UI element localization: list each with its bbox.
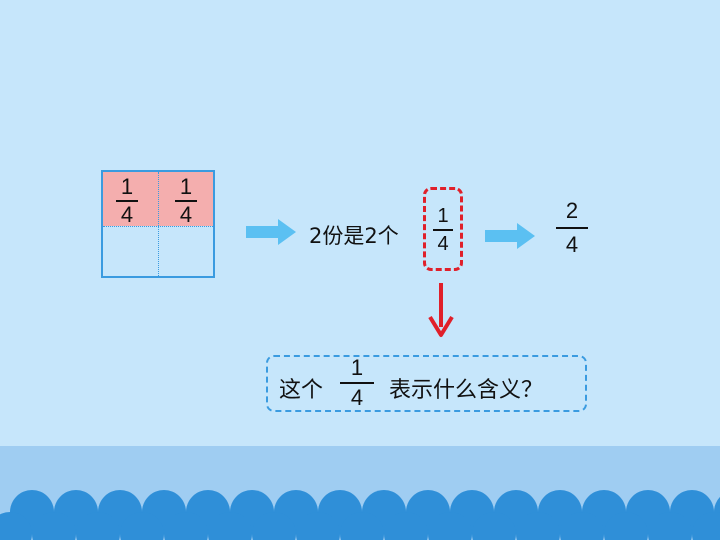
grid-cell-fraction-left: 1 4 <box>116 176 138 226</box>
denominator: 4 <box>350 385 364 410</box>
statement-fraction: 1 4 <box>433 206 453 254</box>
wave-bump <box>472 512 516 540</box>
fraction-bar <box>116 200 138 202</box>
wave-bump <box>428 512 472 540</box>
denominator: 4 <box>120 202 134 227</box>
fraction-bar <box>433 229 453 231</box>
wave-bump <box>604 512 648 540</box>
down-arrow-icon <box>428 283 454 337</box>
question-prefix: 这个 <box>279 378 324 403</box>
numerator: 1 <box>437 205 449 227</box>
result-fraction: 2 4 <box>556 200 588 256</box>
question-dashed-box <box>266 355 587 412</box>
wave-bump <box>252 512 296 540</box>
wave-bump <box>648 512 692 540</box>
wave-bump <box>340 512 384 540</box>
numerator: 1 <box>179 174 193 199</box>
question-suffix: 表示什么含义？ <box>389 378 544 403</box>
wave-bump <box>560 512 604 540</box>
wave-bump <box>692 512 720 540</box>
grid-vertical-divider <box>158 172 159 276</box>
denominator: 4 <box>179 202 193 227</box>
wave-bump <box>208 512 252 540</box>
wave-bump <box>120 512 164 540</box>
wave-bump <box>0 512 32 540</box>
denominator: 4 <box>565 232 579 257</box>
wave-decoration <box>0 490 720 540</box>
wave-bump <box>164 512 208 540</box>
fraction-bar <box>175 200 197 202</box>
right-arrow-icon <box>246 219 296 245</box>
numerator: 1 <box>350 355 364 380</box>
question-fraction: 1 4 <box>340 357 374 409</box>
fraction-bar <box>556 227 588 229</box>
wave-bump <box>384 512 428 540</box>
grid-cell-fraction-right: 1 4 <box>175 176 197 226</box>
wave-bump <box>296 512 340 540</box>
highlight-dashed-box <box>423 187 463 271</box>
statement-text: 2份是2个 <box>309 224 399 248</box>
denominator: 4 <box>437 233 449 255</box>
right-arrow-icon <box>485 223 535 249</box>
wave-bump <box>76 512 120 540</box>
wave-bump <box>32 512 76 540</box>
wave-bump <box>516 512 560 540</box>
fraction-grid <box>101 170 215 278</box>
numerator: 2 <box>565 198 579 223</box>
grid-horizontal-divider <box>103 226 213 227</box>
numerator: 1 <box>120 174 134 199</box>
fraction-bar <box>340 382 374 384</box>
